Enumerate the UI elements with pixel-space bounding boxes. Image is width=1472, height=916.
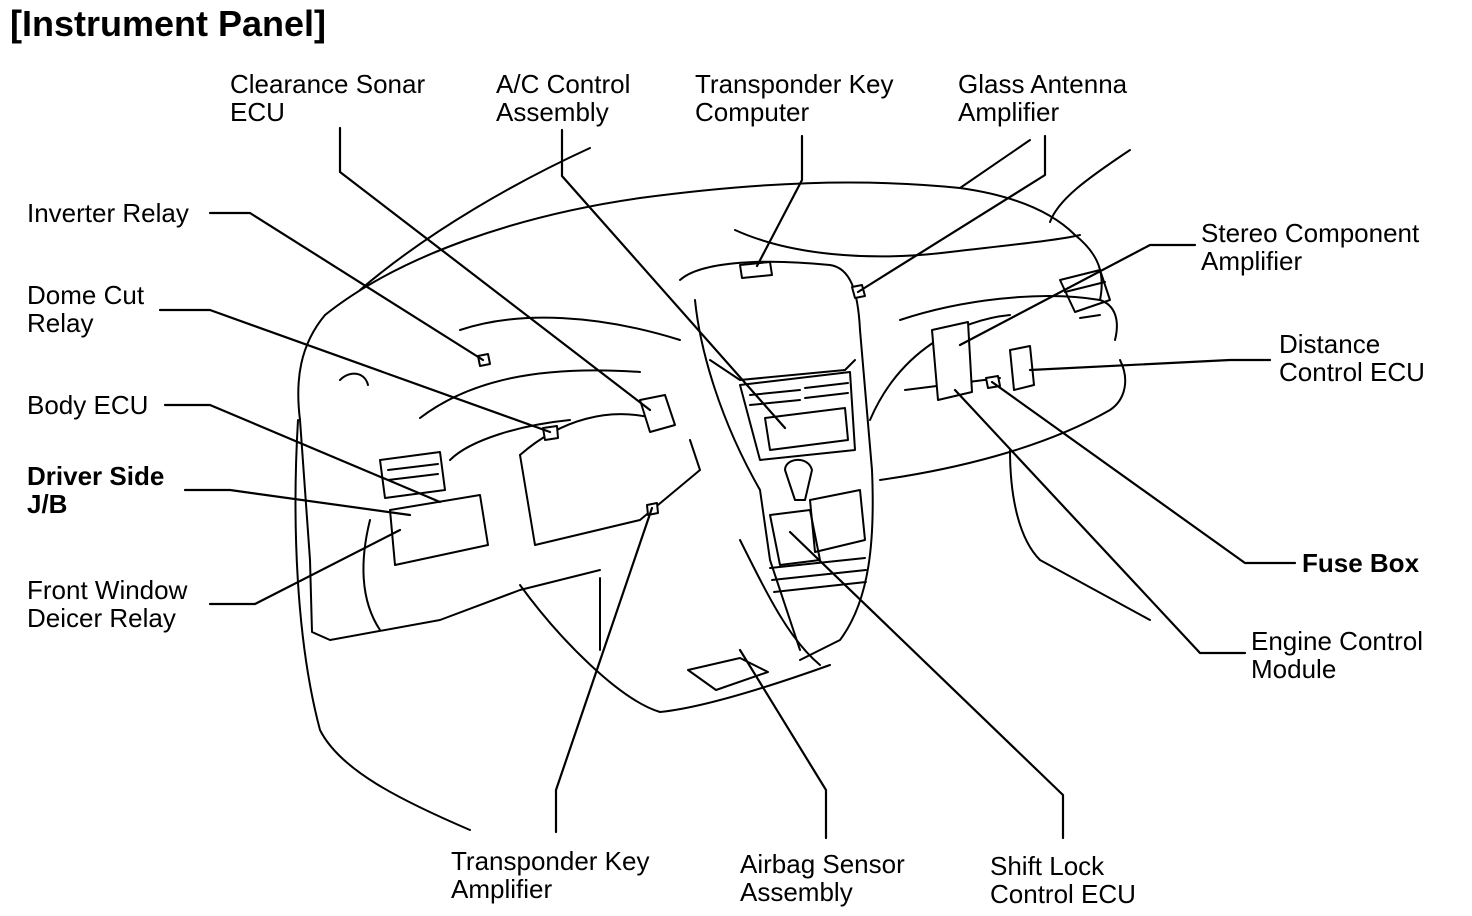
leader-dome-cut-relay (158, 308, 552, 434)
leader-transponder-key-computer (755, 134, 804, 268)
leader-body-ecu (163, 403, 442, 504)
leader-lines (158, 126, 1297, 840)
leader-distance-control-ecu (1028, 358, 1272, 372)
ac-control-assembly-part (764, 407, 849, 451)
leader-ac-control-assembly (560, 128, 787, 430)
leader-clearance-sonar-ecu (338, 126, 652, 412)
leader-airbag-sensor-assembly (738, 648, 828, 840)
leader-engine-control-module (953, 388, 1247, 655)
leader-front-window-deicer-relay (208, 528, 402, 606)
leader-transponder-key-amplifier (554, 506, 654, 834)
diagram-title: [Instrument Panel] (10, 3, 327, 44)
leader-fuse-box (990, 380, 1297, 565)
label-fuse-box: Fuse Box (1302, 548, 1420, 578)
leader-glass-antenna-amplifier (856, 134, 1047, 294)
leader-inverter-relay (208, 211, 485, 362)
leader-driver-side-jb (183, 488, 412, 517)
dashboard-outline (294, 139, 1151, 831)
label-inverter-relay: Inverter Relay (27, 198, 189, 228)
airbag-sensor-assembly-part (687, 657, 769, 691)
distance-control-ecu-part (1009, 345, 1035, 391)
stereo-component-amplifier-part (931, 321, 973, 401)
clearance-sonar-ecu-part (639, 394, 676, 433)
transponder-key-computer-part (739, 261, 773, 279)
component-parts (389, 261, 1035, 691)
driver-side-jb-part (389, 494, 489, 566)
label-body-ecu: Body ECU (27, 390, 149, 420)
dome-cut-relay-part (542, 425, 559, 441)
leader-shift-lock-control-ecu (788, 530, 1065, 840)
leader-stereo-component-amplifier (958, 243, 1197, 347)
